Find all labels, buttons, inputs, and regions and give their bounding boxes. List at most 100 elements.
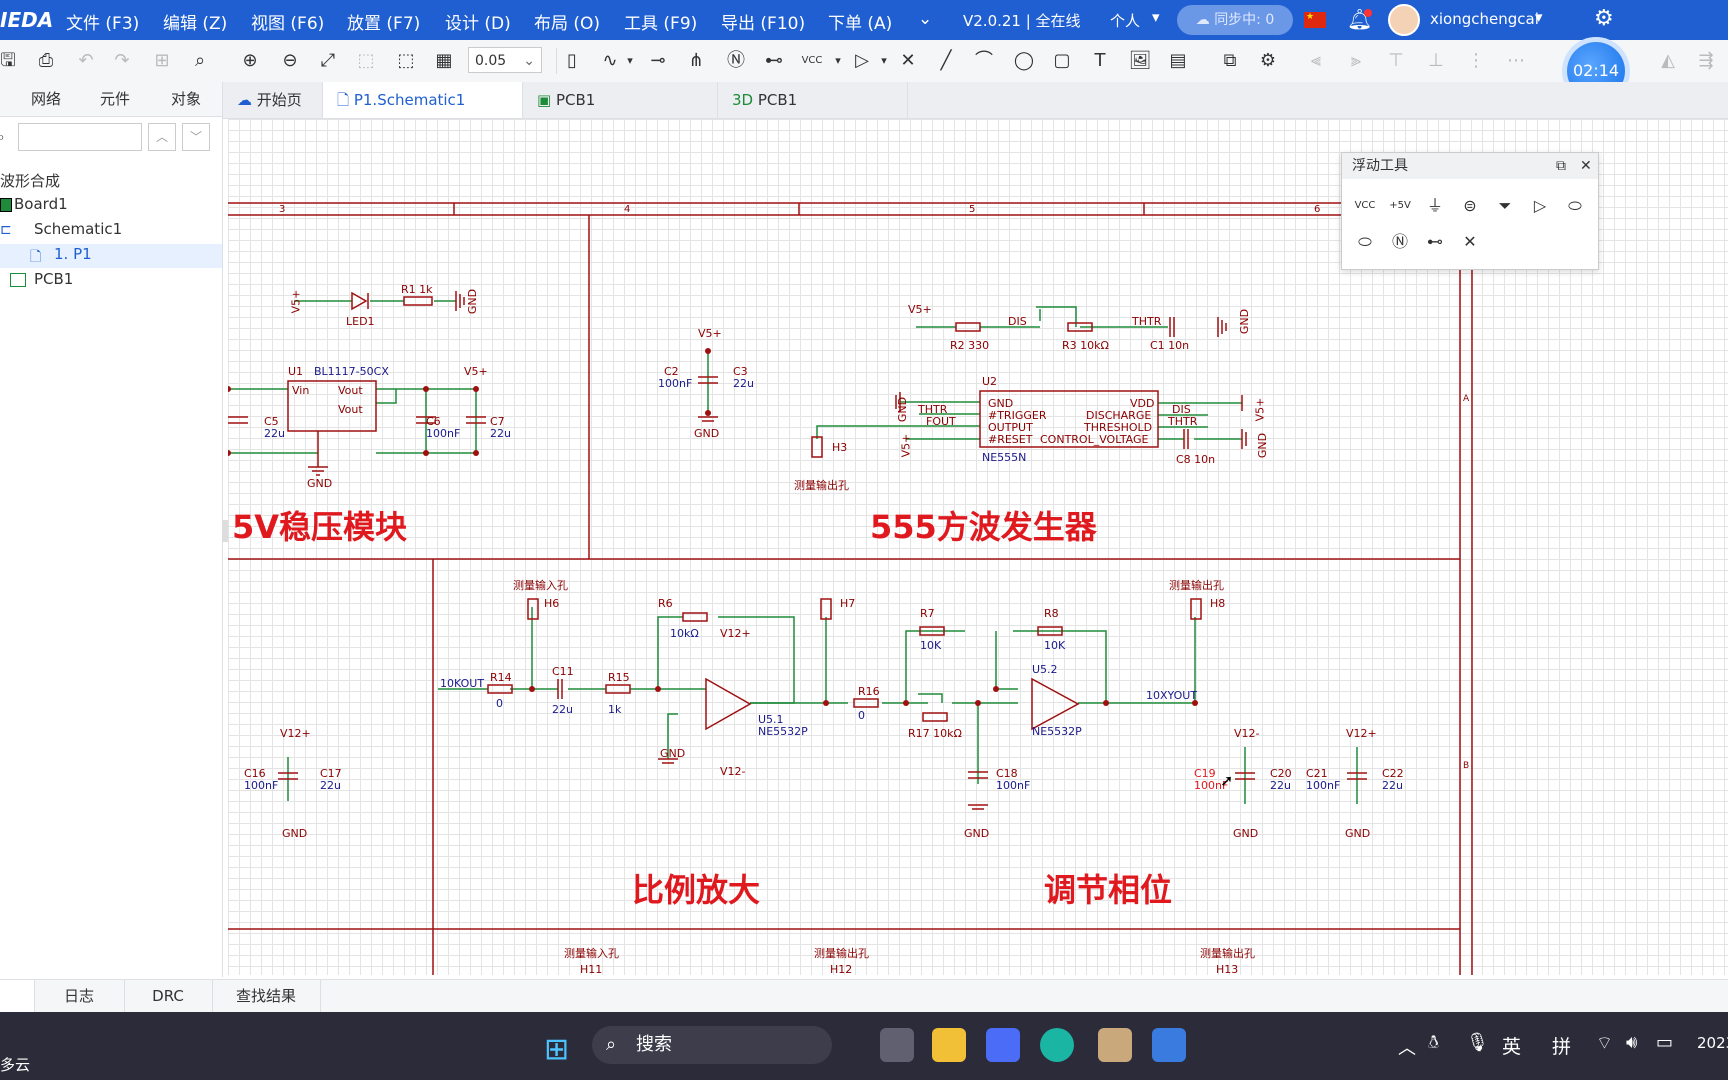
volume-icon[interactable]: 🔊︎: [1626, 1032, 1638, 1053]
tab-objects[interactable]: 对象: [150, 82, 223, 117]
net-port-icon[interactable]: ⊷: [1427, 232, 1443, 251]
plus5v-icon[interactable]: +5V: [1389, 200, 1411, 211]
schematic-canvas[interactable]: 3 4 5 6 A B 5V稳压模块 555方波发生器 比例放大 调节相位 V5…: [228, 119, 1728, 975]
menu-order[interactable]: 下单 (A): [828, 14, 893, 34]
battery-icon[interactable]: ▭: [1656, 1032, 1674, 1053]
find-icon[interactable]: ⌕: [194, 50, 206, 71]
restore-icon[interactable]: ⧉: [1556, 158, 1566, 174]
rectangle-icon[interactable]: ▢: [1053, 50, 1071, 71]
search-input[interactable]: [18, 123, 142, 151]
zoom-out-icon[interactable]: ⊖: [282, 50, 298, 71]
menu-file[interactable]: 文件 (F3): [66, 14, 140, 34]
tab-find-results[interactable]: 查找结果: [212, 980, 321, 1013]
username[interactable]: xiongchengcai: [1430, 10, 1539, 28]
avatar[interactable]: [1388, 4, 1420, 36]
prev-result-icon[interactable]: ︿: [148, 123, 176, 151]
net-flag-icon[interactable]: ▷: [855, 50, 869, 71]
menu-edit[interactable]: 编辑 (Z): [163, 14, 228, 34]
mirror-icon[interactable]: ⇶: [1698, 50, 1714, 71]
menu-tools[interactable]: 工具 (F9): [624, 14, 698, 34]
weather-text[interactable]: 多云: [0, 1056, 31, 1074]
distribute-icon[interactable]: ⋮: [1467, 50, 1485, 71]
undo-icon[interactable]: ↶: [78, 50, 94, 71]
signal-ground-icon[interactable]: ⏷: [1498, 196, 1512, 215]
net-label-icon[interactable]: Ⓝ: [727, 50, 745, 71]
power-dropdown-icon[interactable]: ▾: [835, 54, 841, 67]
tree-project[interactable]: 波形合成: [0, 172, 61, 190]
no-connect-icon[interactable]: ✕: [900, 50, 916, 71]
bidirectional-port-icon[interactable]: ⬭: [1568, 196, 1582, 215]
tray-chevron-icon[interactable]: ︿: [1398, 1038, 1416, 1059]
tab-schematic[interactable]: 🗋︎ P1.Schematic1: [323, 82, 523, 118]
tab-start-page[interactable]: ☁ 开始页: [223, 82, 323, 118]
no-connect-icon[interactable]: ✕: [1463, 232, 1477, 251]
fit-view-icon[interactable]: ⤢: [320, 50, 336, 71]
tree-board[interactable]: Board1: [14, 195, 68, 213]
tab-nets[interactable]: 网络: [12, 82, 81, 117]
vcc-icon[interactable]: VCC: [1354, 200, 1376, 211]
workspace-dropdown-icon[interactable]: ▾: [1152, 8, 1160, 26]
bus-icon[interactable]: ⊸: [650, 50, 666, 71]
user-dropdown-icon[interactable]: ▾: [1535, 8, 1543, 26]
group-icon[interactable]: ⊞: [154, 50, 170, 71]
arc-icon[interactable]: ⌒: [975, 50, 993, 71]
image-icon[interactable]: 🖼︎: [1128, 50, 1152, 71]
panel-collapse-handle[interactable]: [222, 520, 228, 542]
align-top-icon[interactable]: ⊤: [1388, 50, 1404, 71]
more-menu-chevron-icon[interactable]: ⌄: [918, 9, 933, 29]
qq-icon[interactable]: 🐧︎: [1428, 1032, 1440, 1053]
grid-icon[interactable]: ▦: [435, 50, 453, 71]
tree-pcb[interactable]: PCB1: [34, 270, 74, 288]
gear-icon[interactable]: ⚙: [1594, 6, 1614, 31]
taskbar-search[interactable]: ⌕ 搜索: [592, 1026, 832, 1064]
clock-date[interactable]: 2023: [1697, 1034, 1728, 1052]
menu-layout[interactable]: 布局 (O): [534, 14, 601, 34]
table-icon[interactable]: ▤: [1169, 50, 1187, 71]
component-icon[interactable]: ▯: [567, 50, 577, 71]
align-bottom-icon[interactable]: ⊥: [1428, 50, 1444, 71]
workspace-selector[interactable]: 个人: [1110, 12, 1141, 30]
tab-log[interactable]: 日志: [34, 980, 125, 1013]
tab-drc[interactable]: DRC: [124, 980, 213, 1013]
file-explorer-icon[interactable]: [932, 1028, 966, 1062]
tree-schematic[interactable]: Schematic1: [34, 220, 123, 238]
tree-page[interactable]: 1. P1: [54, 245, 92, 263]
bus-entry-icon[interactable]: ⋔: [688, 50, 704, 71]
ground-icon[interactable]: ⏚: [1426, 196, 1443, 215]
select-area-icon[interactable]: ⬚: [397, 50, 415, 71]
menu-place[interactable]: 放置 (F7): [347, 14, 421, 34]
edge-icon[interactable]: [1040, 1028, 1074, 1062]
save-icon[interactable]: 🖫: [0, 50, 16, 71]
menu-view[interactable]: 视图 (F6): [251, 14, 325, 34]
circle-icon[interactable]: ◯: [1013, 50, 1035, 71]
task-view-icon[interactable]: [880, 1028, 914, 1062]
menu-export[interactable]: 导出 (F10): [721, 14, 806, 34]
start-icon[interactable]: ⊞: [544, 1032, 570, 1067]
tab-pcb-3d[interactable]: 3D PCB1: [718, 82, 908, 118]
wifi-icon[interactable]: ⌔: [1596, 1033, 1613, 1054]
ime-english[interactable]: 英: [1502, 1036, 1522, 1058]
net-label-icon[interactable]: Ⓝ: [1391, 232, 1408, 251]
sync-status[interactable]: ☁ 同步中: 0: [1177, 5, 1293, 35]
wire-dropdown-icon[interactable]: ▾: [627, 54, 633, 67]
convert-icon[interactable]: ⚙: [1259, 50, 1277, 71]
easyeda-icon[interactable]: [1152, 1028, 1186, 1062]
line-icon[interactable]: ╱: [940, 50, 952, 71]
save-all-icon[interactable]: ⎙: [38, 50, 54, 71]
grid-size-select[interactable]: 0.05⌄: [468, 47, 542, 73]
zoom-area-icon[interactable]: ⬚: [357, 50, 375, 71]
align-right-icon[interactable]: ⫸: [1350, 50, 1362, 71]
ime-pinyin[interactable]: 拼: [1552, 1036, 1572, 1058]
floating-tools-title[interactable]: 浮动工具 ⧉ ✕: [1342, 153, 1598, 179]
vcc-icon[interactable]: VCC: [801, 55, 823, 66]
tab-hidden[interactable]: [0, 980, 35, 1013]
align-left-icon[interactable]: ⫷: [1310, 50, 1322, 71]
zoom-in-icon[interactable]: ⊕: [242, 50, 258, 71]
bom-icon[interactable]: ⧉: [1223, 50, 1237, 71]
tab-pcb[interactable]: ▣ PCB1: [523, 82, 718, 118]
store-icon[interactable]: [986, 1028, 1020, 1062]
menu-design[interactable]: 设计 (D): [445, 14, 511, 34]
flag-dropdown-icon[interactable]: ▾: [881, 54, 887, 67]
flip-icon[interactable]: ◭: [1661, 50, 1675, 71]
flag-icon[interactable]: ★: [1304, 12, 1326, 28]
